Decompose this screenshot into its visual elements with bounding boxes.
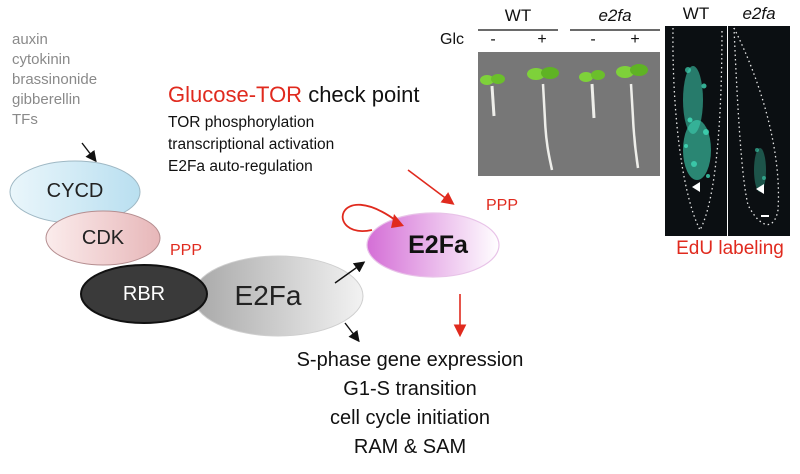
autoregulation-loop	[341, 203, 399, 232]
checkpoint-mechanisms: TOR phosphorylation transcriptional acti…	[168, 112, 334, 178]
checkpoint-title-red: Glucose-TOR	[168, 82, 303, 107]
rbr-ellipse	[80, 264, 208, 324]
checkpoint-title: Glucose-TOR check point	[168, 82, 419, 108]
qc-arrowhead-e2fa	[756, 184, 764, 194]
microscopy-header-e2fa: e2fa	[742, 4, 776, 23]
mechanism-e2fa-autoregulation: E2Fa auto-regulation	[168, 158, 313, 175]
edu-signal-e2fa	[754, 148, 766, 192]
microscopy-header-wt: WT	[682, 4, 710, 23]
hormone-gibberellin: gibberellin	[12, 91, 81, 108]
edu-labeling-caption: EdU labeling	[676, 238, 784, 259]
mechanism-transcriptional-activation: transcriptional activation	[168, 136, 335, 153]
complex-ppp: PPP	[170, 242, 203, 259]
checkpoint-title-black: check point	[302, 82, 420, 107]
outcome-s-phase: S-phase gene expression	[296, 349, 524, 371]
seedling-header-wt: WT	[504, 6, 532, 25]
seedling-wt-plus	[541, 83, 554, 171]
activation-arrow	[334, 261, 366, 284]
e2fa-active-ellipse	[366, 212, 500, 278]
outcome-cell-cycle: cell cycle initiation	[329, 407, 491, 429]
hormone-brassinonide: brassinonide	[12, 71, 98, 88]
cdk-label: CDK	[81, 227, 125, 249]
rbr-label: RBR	[122, 283, 166, 305]
e2fa-inactive-label: E2Fa	[234, 280, 302, 311]
hormone-tfs: TFs	[12, 111, 38, 128]
hormone-cytokinin: cytokinin	[12, 51, 71, 68]
checkpoint-arrow	[407, 169, 455, 205]
active-ppp: PPP	[486, 197, 519, 214]
outcome-arrow-black	[344, 322, 360, 343]
cycd-label: CYCD	[46, 180, 104, 202]
hormone-auxin: auxin	[12, 31, 48, 48]
outcome-list: S-phase gene expression G1-S transition …	[260, 346, 560, 462]
seedling-wt-minus	[490, 85, 496, 117]
autoregulation-loop-head	[391, 214, 404, 228]
e2fa-active-label: E2Fa	[408, 231, 468, 259]
glc-sign-e2fa-minus: -	[590, 31, 596, 48]
glc-sign-e2fa-plus: +	[630, 31, 640, 48]
mechanism-tor-phosphorylation: TOR phosphorylation	[168, 114, 315, 131]
edu-signal-wt	[683, 66, 711, 180]
seedling-e2fa-plus	[629, 83, 640, 169]
cdk-ellipse	[45, 210, 161, 266]
glc-label: Glc	[440, 31, 464, 48]
qc-arrowhead-wt	[692, 182, 700, 192]
hormone-arrow	[81, 142, 97, 163]
glc-sign-wt-plus: +	[537, 31, 547, 48]
glc-sign-wt-minus: -	[490, 31, 496, 48]
outcome-g1-s: G1-S transition	[343, 378, 477, 400]
microscopy-e2fa	[728, 26, 790, 236]
hormone-list: auxin cytokinin brassinonide gibberellin…	[12, 30, 97, 130]
outcome-ram-sam: RAM & SAM	[353, 436, 467, 458]
root-outline-wt	[672, 27, 723, 232]
seedling-header-e2fa: e2fa	[598, 6, 632, 25]
seedling-e2fa-minus	[590, 83, 596, 119]
